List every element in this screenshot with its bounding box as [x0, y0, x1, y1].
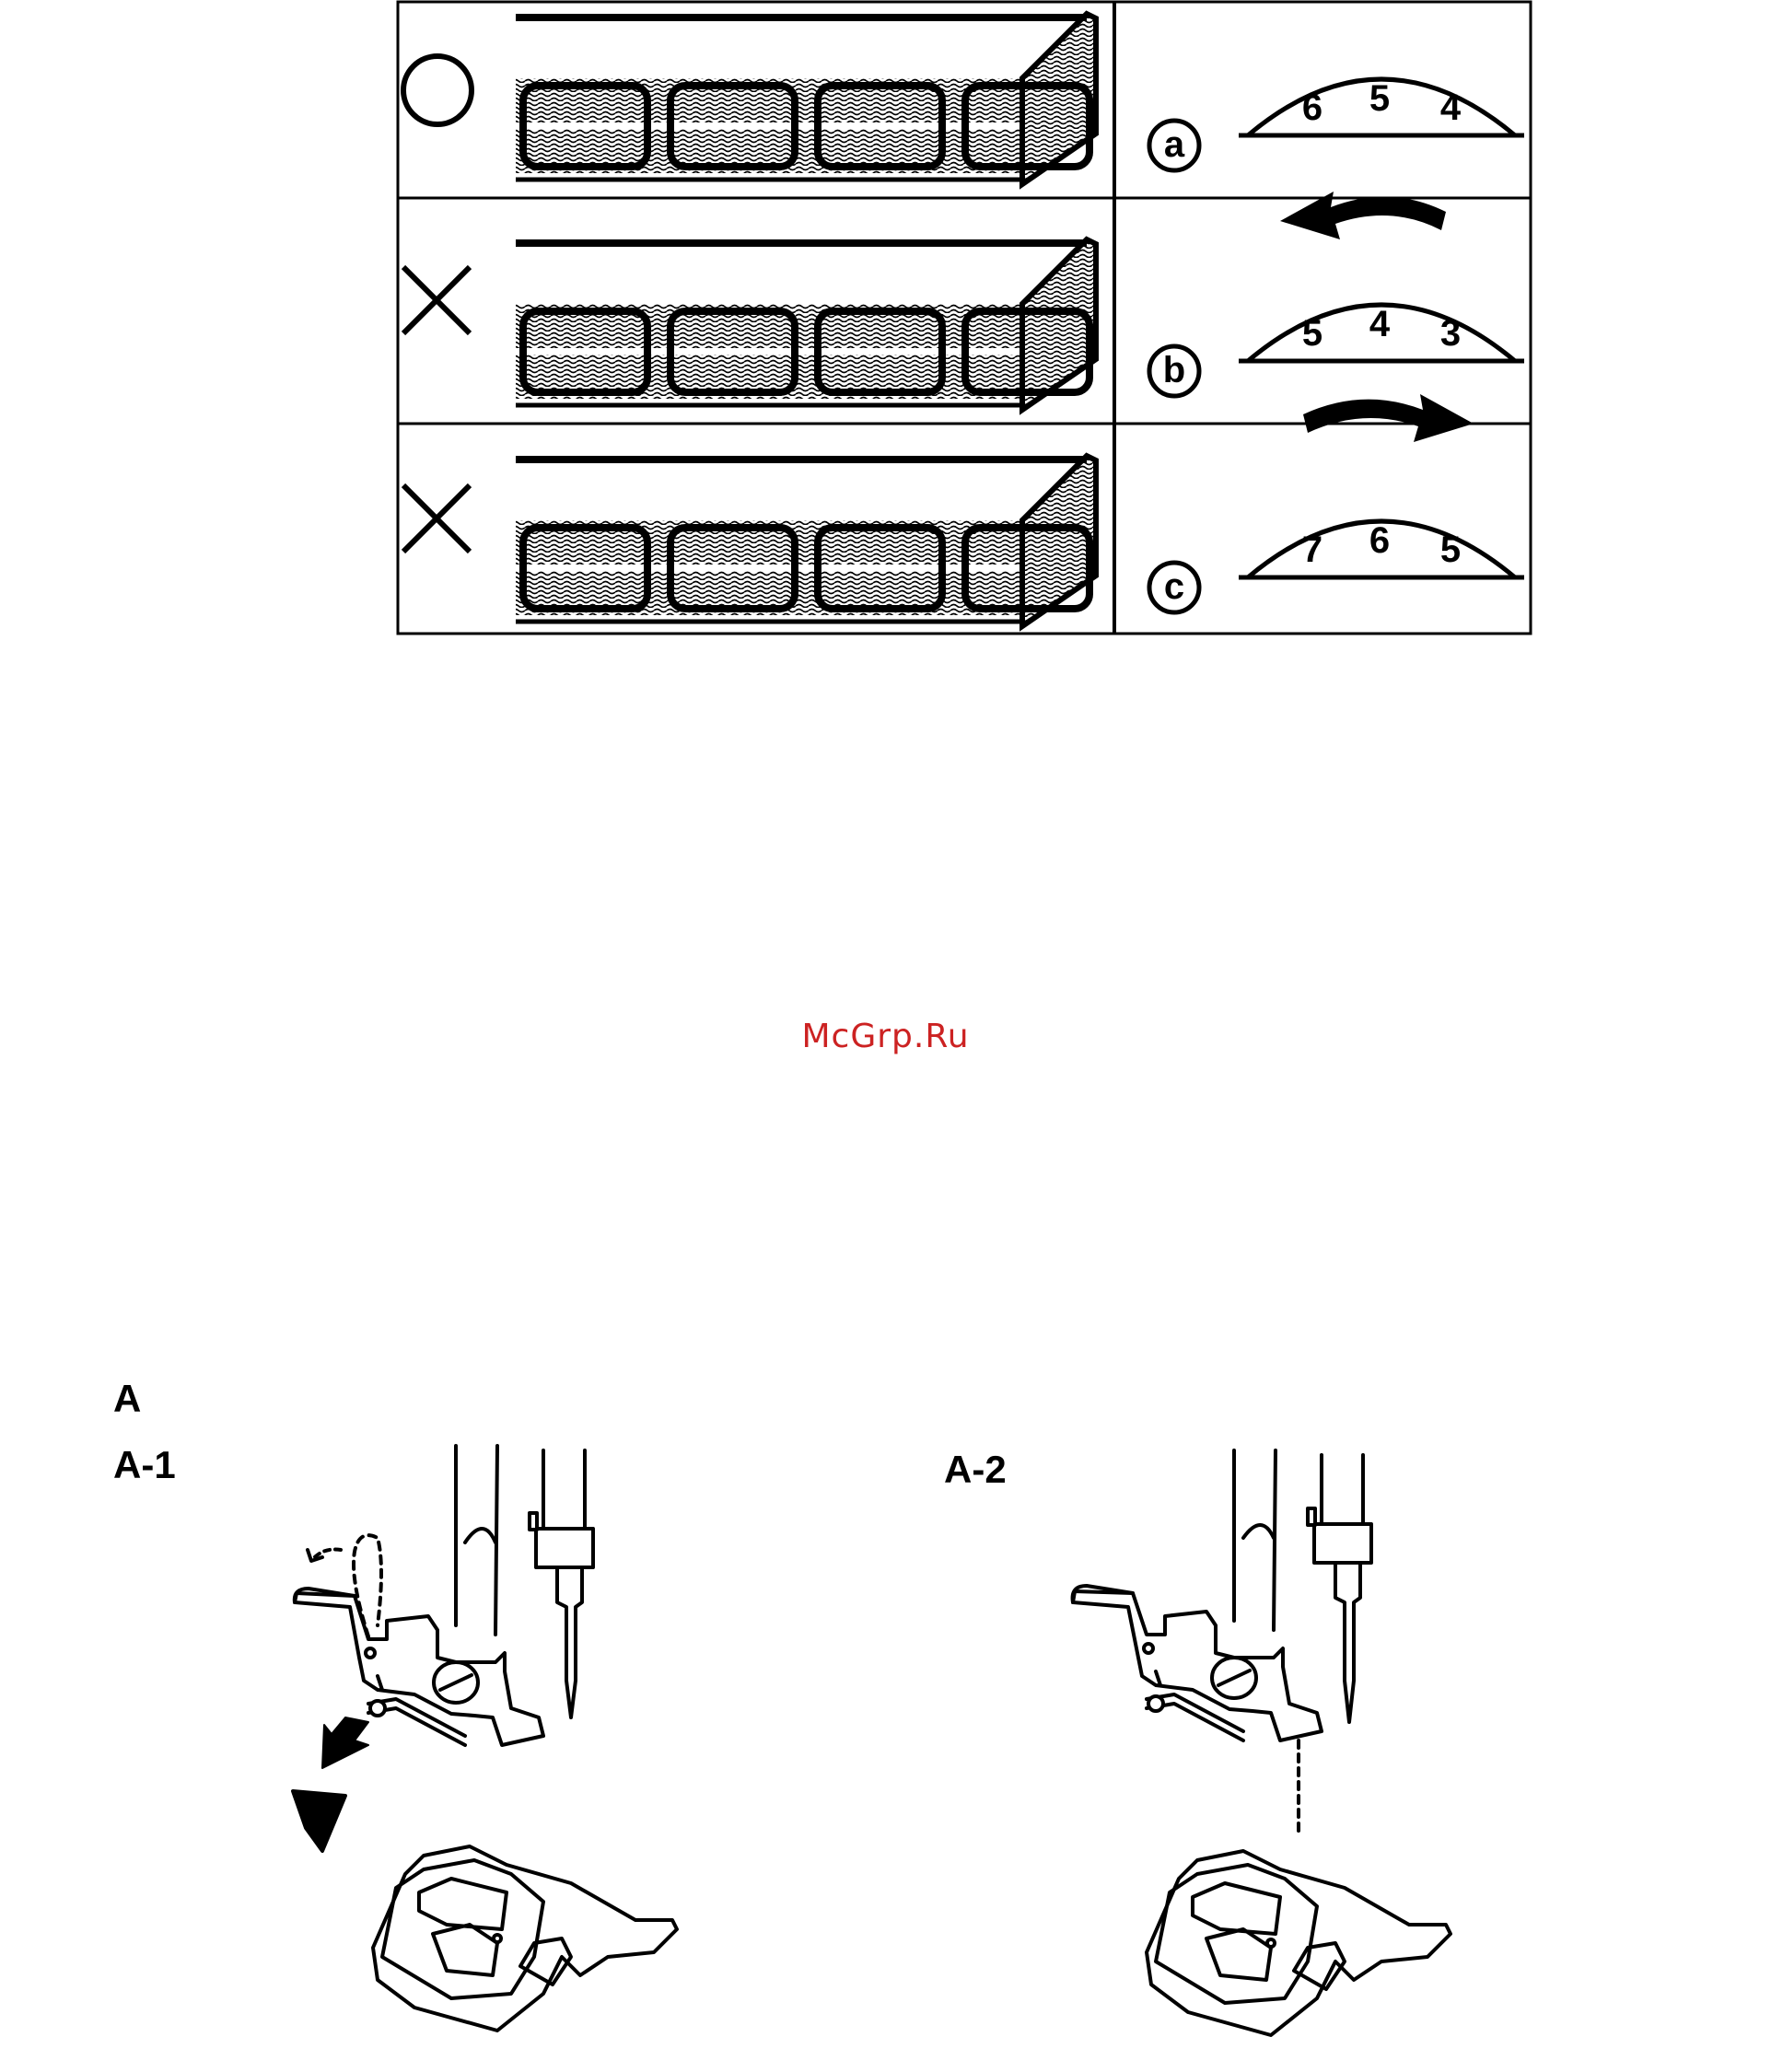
circle-correct-icon: [403, 56, 472, 124]
dial-number: 5: [1302, 313, 1322, 354]
fabric-sample-c: [516, 456, 1096, 626]
tension-dial-c: 7 6 5 c: [1149, 394, 1524, 612]
dial-number: 4: [1369, 304, 1391, 344]
letter-label: a: [1164, 124, 1185, 165]
dial-number: 6: [1302, 87, 1322, 128]
dial-number: 4: [1440, 87, 1462, 128]
tension-dial-b: 5 4 3 b: [1149, 192, 1524, 396]
watermark-text: McGrp.Ru: [0, 1018, 1771, 1055]
presser-foot-illustration-a1: [267, 1441, 728, 2067]
cross-incorrect-icon: [403, 485, 470, 552]
presser-foot-illustration-a2: [1050, 1446, 1510, 2067]
thread-tension-figure: 6 5 4 a 5 4 3 b 7 6 5 c: [396, 0, 1532, 635]
cross-incorrect-icon: [403, 267, 470, 333]
arrow-right-icon: [1303, 394, 1474, 442]
dial-number: 3: [1440, 313, 1461, 354]
fabric-sample-b: [516, 239, 1096, 410]
fabric-sample-a: [516, 14, 1096, 184]
letter-label: b: [1163, 350, 1185, 390]
section-label: A: [113, 1379, 141, 1418]
letter-label: c: [1164, 566, 1184, 607]
dial-number: 5: [1369, 78, 1390, 119]
dial-number: 6: [1369, 520, 1390, 561]
step-label-a2: A-2: [944, 1450, 1007, 1489]
step-label-a1: A-1: [113, 1446, 176, 1484]
dial-number: 5: [1440, 530, 1461, 570]
dial-number: 7: [1302, 530, 1322, 570]
tension-dial-a: 6 5 4 a: [1149, 78, 1524, 170]
